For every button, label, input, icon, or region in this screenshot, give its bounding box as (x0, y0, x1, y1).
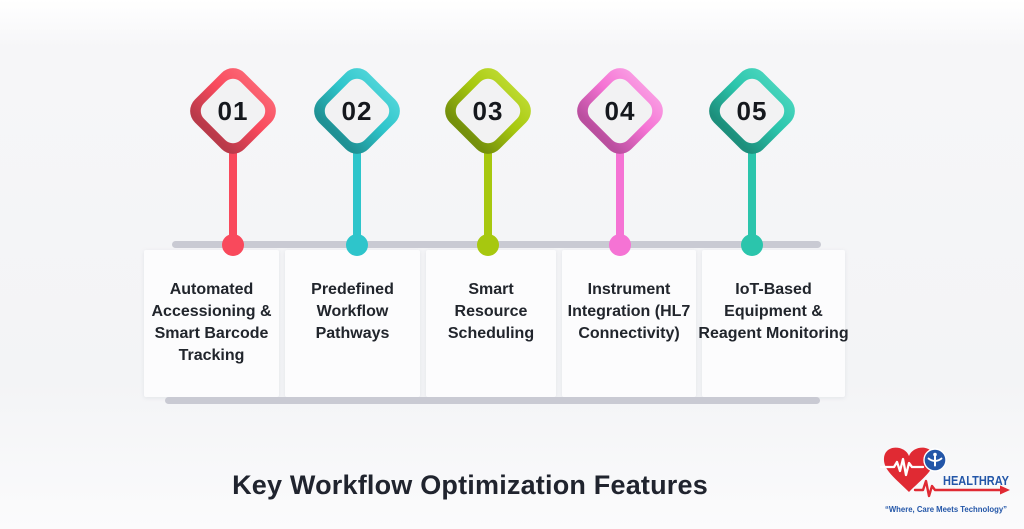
connector-stem (353, 148, 361, 250)
feature-number: 01 (217, 95, 249, 126)
arrow-icon (913, 479, 1010, 498)
caduceus-icon (923, 448, 947, 472)
connector-dot (477, 234, 499, 256)
brand-name: HEALTHRAY (943, 474, 1010, 488)
feature-label: IoT-Based Equipment & Reagent Monitoring (698, 281, 849, 342)
connector-stem (484, 148, 492, 250)
feature-card-02: Predefined Workflow Pathways (285, 250, 420, 397)
connector-stem (229, 148, 237, 250)
feature-number: 04 (604, 95, 636, 126)
heart-icon (883, 447, 935, 492)
feature-number: 03 (472, 95, 504, 126)
healthray-logo-svg: HEALTHRAY “Where, Care Meets Technology” (879, 447, 1010, 514)
feature-card-04: Instrument Integration (HL7 Connectivity… (562, 250, 696, 397)
feature-number: 05 (736, 95, 768, 126)
timeline-bottom-line (165, 397, 820, 404)
feature-label: Instrument Integration (HL7 Connectivity… (567, 281, 691, 342)
page-title: Key Workflow Optimization Features (232, 470, 708, 500)
feature-label: Automated Accessioning & Smart Barcode T… (151, 281, 272, 364)
connector-stem (616, 148, 624, 250)
brand-tagline: “Where, Care Meets Technology” (885, 504, 1007, 514)
connector-dot (609, 234, 631, 256)
feature-label: Predefined Workflow Pathways (311, 281, 394, 342)
feature-number: 02 (341, 95, 373, 126)
feature-label: Smart Resource Scheduling (447, 281, 535, 342)
ecg-line-icon (879, 457, 925, 477)
connector-dot (346, 234, 368, 256)
connector-dot (741, 234, 763, 256)
connector-dot (222, 234, 244, 256)
feature-card-03: Smart Resource Scheduling (426, 250, 556, 397)
feature-card-01: Automated Accessioning & Smart Barcode T… (144, 250, 279, 397)
healthray-logo: HEALTHRAY “Where, Care Meets Technology” (877, 440, 1012, 524)
feature-card-05: IoT-Based Equipment & Reagent Monitoring (698, 250, 849, 397)
connector-stem (748, 148, 756, 250)
